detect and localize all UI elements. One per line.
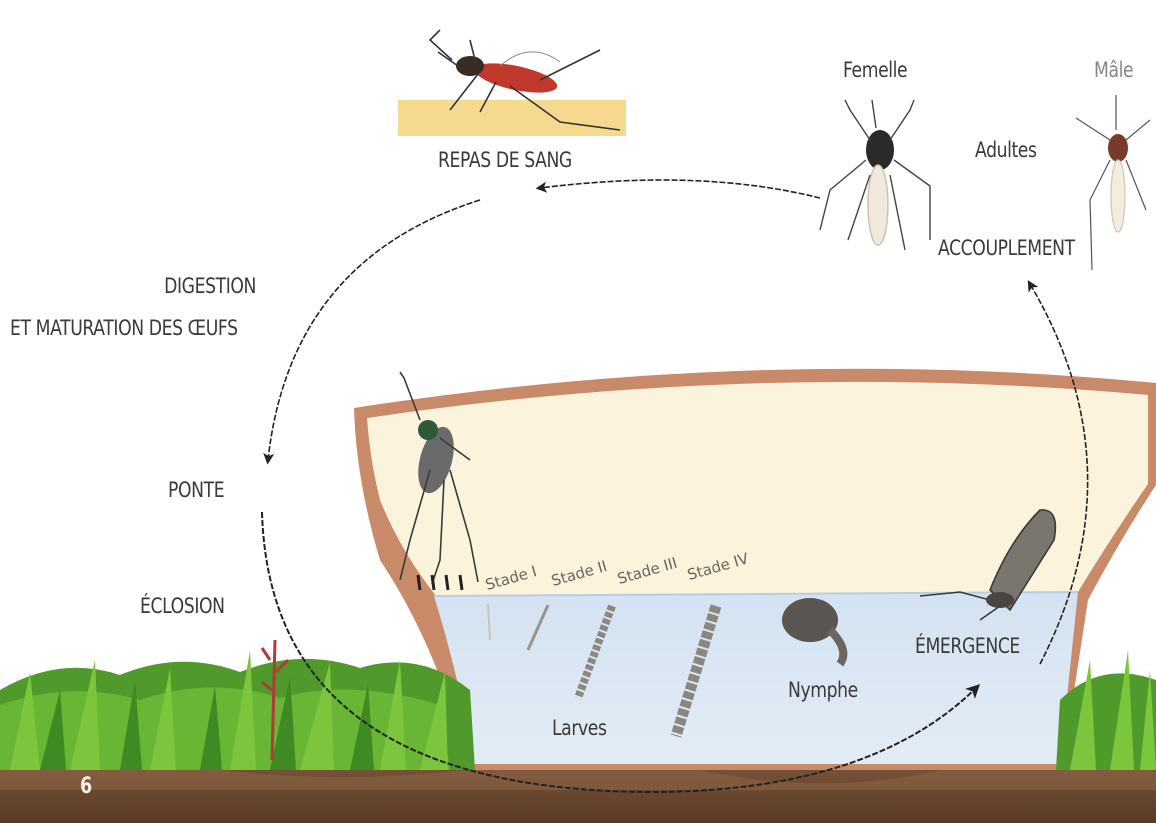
label-digestion-line1: DIGESTION [164, 276, 256, 297]
label-hatching: ÉCLOSION [140, 596, 225, 617]
label-emergence: ÉMERGENCE [915, 636, 1020, 657]
grass-left [0, 640, 475, 770]
label-pupa: Nymphe [788, 680, 858, 701]
male-mosquito [1076, 95, 1150, 270]
arrow-adults-to-blood-meal [540, 180, 820, 198]
label-male: Mâle [1094, 60, 1133, 81]
label-larvae: Larves [552, 718, 607, 739]
container-water [434, 592, 1078, 764]
label-female: Femelle [843, 60, 907, 81]
label-digestion-line2: ET MATURATION DES ŒUFS [10, 318, 238, 339]
label-blood-meal: REPAS DE SANG [438, 150, 572, 171]
female-mosquito [820, 100, 930, 250]
label-adults: Adultes [975, 140, 1037, 161]
blood-meal-pad [398, 100, 626, 136]
page-number: 6 [80, 774, 92, 799]
label-egg-laying: PONTE [168, 480, 224, 501]
label-mating: ACCOUPLEMENT [938, 238, 1075, 259]
